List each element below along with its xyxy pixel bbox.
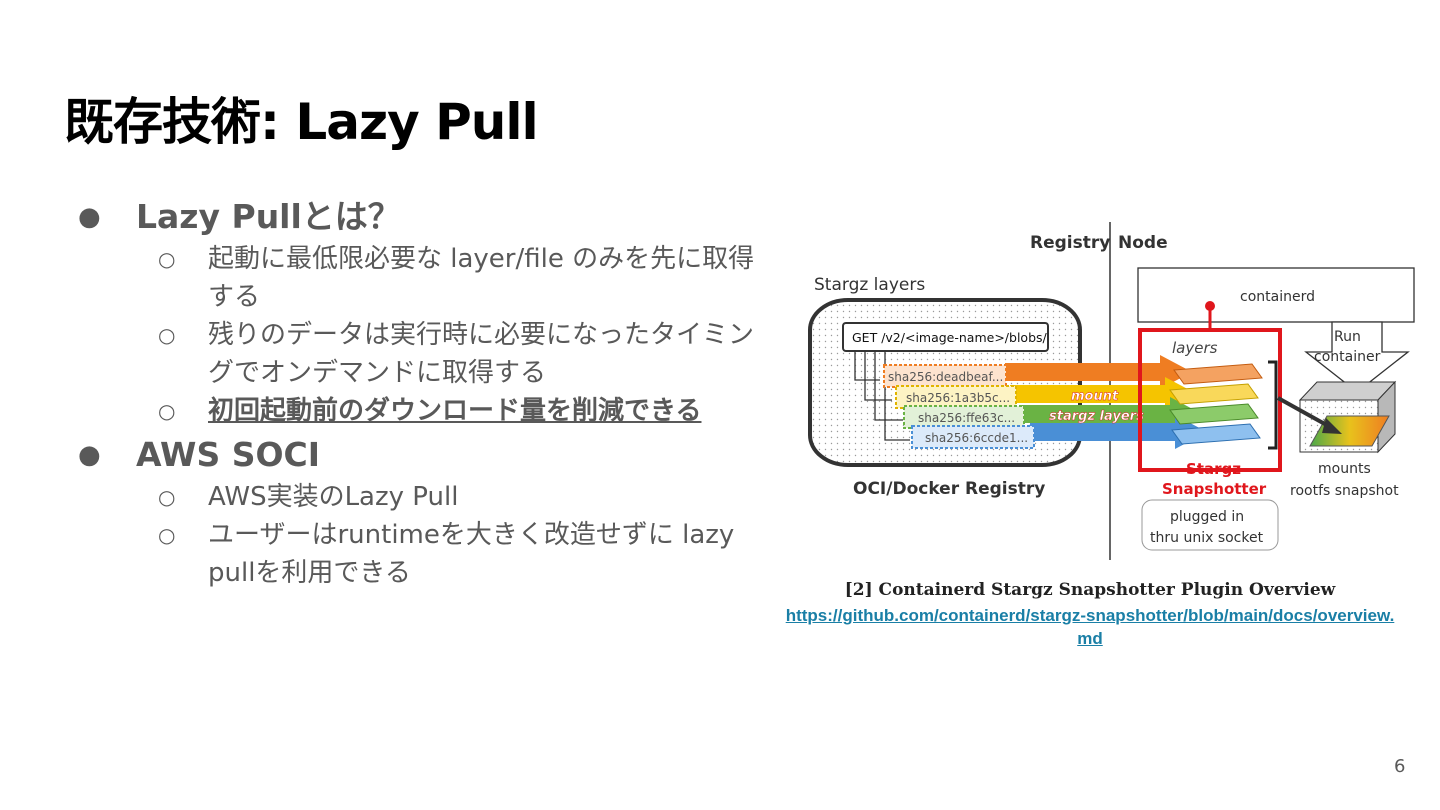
layers-label: layers xyxy=(1172,339,1218,357)
caption-title: [2] Containerd Stargz Snapshotter Plugin… xyxy=(844,580,1336,600)
plugin-note xyxy=(1141,499,1279,551)
stargz-layers-label: Stargz layers xyxy=(814,275,925,295)
layer-plane-blue xyxy=(1171,423,1261,445)
sub-bullet-emphasis: 初回起動前のダウンロード量を削減できる xyxy=(208,396,702,426)
blob-hash: sha256:ffe63c... xyxy=(918,411,1015,425)
slide-title: 既存技術: Lazy Pull xyxy=(64,93,539,151)
snapshotter-label: Snapshotter xyxy=(1162,480,1267,498)
sub-bullet: ○ AWS実装のLazy Pull xyxy=(78,478,768,516)
bullet-list: ● Lazy Pullとは？ ○ 起動に最低限必要な layer/file のみ… xyxy=(78,192,778,592)
circle-bullet-icon: ○ xyxy=(158,323,176,347)
stargz-layers-arrow-label: stargz layers xyxy=(1049,409,1144,424)
bullet-label: Lazy Pullとは？ xyxy=(136,197,401,236)
layers-bracket xyxy=(1268,360,1278,450)
containerd-label: containerd xyxy=(1240,289,1315,305)
mounts-label: mounts xyxy=(1318,461,1371,477)
circle-bullet-icon: ○ xyxy=(158,399,176,423)
blob-hash: sha256:6ccde1... xyxy=(925,431,1028,445)
page-number: 6 xyxy=(1394,756,1406,777)
run-label: Run xyxy=(1334,329,1361,345)
sub-bullet: ○ 残りのデータは実行時に必要になったタイミングでオンデマンドに取得する xyxy=(78,316,768,392)
registry-label: Registry xyxy=(1030,233,1110,253)
figure-caption: [2] Containerd Stargz Snapshotter Plugin… xyxy=(740,580,1440,650)
orange-arrow xyxy=(1005,355,1192,389)
connector-line xyxy=(874,351,903,421)
sub-bullet: ○ 初回起動前のダウンロード量を削減できる xyxy=(78,392,768,430)
sub-bullet-text: AWS実装のLazy Pull xyxy=(208,482,459,512)
yellow-arrow xyxy=(1010,377,1197,411)
blob-hash: sha256:1a3b5c... xyxy=(906,391,1010,405)
circle-bullet-icon: ○ xyxy=(158,247,176,271)
layer-plane-yellow xyxy=(1169,383,1259,405)
connector-line xyxy=(854,351,880,381)
layer-plane-green xyxy=(1169,403,1259,425)
snapshotter-label-stargz: Stargz xyxy=(1186,460,1241,478)
container-label: container xyxy=(1314,349,1381,365)
bullet-dot-icon: ● xyxy=(78,440,101,470)
layer-plane-orange xyxy=(1173,363,1263,385)
get-request-path: GET /v2/<image-name>/blobs/ xyxy=(852,330,1048,345)
blob-hash: sha256:deadbeaf... xyxy=(888,370,1003,384)
sub-bullet-text: 起動に最低限必要な layer/file のみを先に取得する xyxy=(208,244,755,312)
plugged-in-text: plugged in xyxy=(1170,509,1244,525)
circle-bullet-icon: ○ xyxy=(158,485,176,509)
rootfs-label: rootfs snapshot xyxy=(1290,483,1399,499)
sub-bullet: ○ ユーザーはruntimeを大きく改造せずに lazy pullを利用できる xyxy=(78,516,768,592)
connector-line xyxy=(864,351,892,401)
run-container-arrow xyxy=(1304,321,1410,393)
bullet-aws-soci: ● AWS SOCI xyxy=(78,432,778,478)
reference-link[interactable]: https://github.com/containerd/stargz-sna… xyxy=(740,604,1440,650)
sub-bullet-text: 残りのデータは実行時に必要になったタイミングでオンデマンドに取得する xyxy=(208,320,755,388)
bullet-label: AWS SOCI xyxy=(136,435,321,474)
oci-registry-label: OCI/Docker Registry xyxy=(853,479,1045,499)
get-request-box xyxy=(842,322,1049,352)
reference-link-line[interactable]: md xyxy=(1077,629,1103,648)
mount-arrow-head xyxy=(1322,418,1342,434)
bullet-lazy-pull: ● Lazy Pullとは？ xyxy=(78,194,778,240)
green-arrow xyxy=(1020,397,1202,431)
blue-arrow xyxy=(1030,415,1207,449)
blob-blue xyxy=(911,425,1035,449)
sub-bullet-text: ユーザーはruntimeを大きく改造せずに lazy pullを利用できる xyxy=(208,520,735,588)
containerd-box xyxy=(1137,267,1415,323)
sub-bullet: ○ 起動に最低限必要な layer/file のみを先に取得する xyxy=(78,240,768,316)
stargz-overview-diagram: Registry Node Stargz layers OCI/Docker R… xyxy=(808,222,1415,560)
bullet-dot-icon: ● xyxy=(78,202,101,232)
mount-label: mount xyxy=(1071,389,1119,404)
reference-link-line[interactable]: https://github.com/containerd/stargz-sna… xyxy=(785,606,1395,625)
plugin-dot-icon xyxy=(1205,301,1215,311)
node-label: Node xyxy=(1118,233,1168,253)
unix-socket-text: thru unix socket xyxy=(1150,530,1264,546)
circle-bullet-icon: ○ xyxy=(158,523,176,547)
mount-arrow xyxy=(1277,396,1333,430)
